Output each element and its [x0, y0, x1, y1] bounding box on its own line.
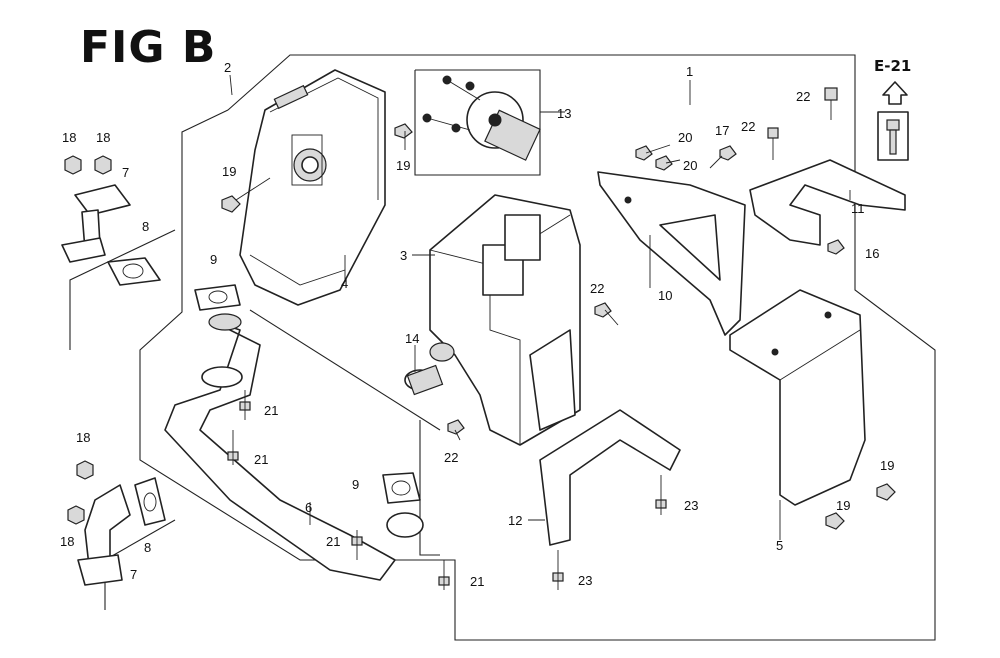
- bolt-icon: [709, 145, 737, 169]
- gasket-part-9-upper: [194, 284, 241, 311]
- heat-plate-part-13: [422, 75, 541, 161]
- reference-label: E-21: [874, 57, 912, 75]
- exhaust-pipe-part-6: [164, 313, 424, 581]
- bolt-icon: [221, 177, 271, 213]
- callout-7a: 7: [122, 165, 129, 180]
- bracket-part-11: [749, 159, 906, 246]
- nut-icon: [67, 505, 85, 525]
- reference-arrow-icon: [882, 81, 908, 105]
- callout-22d: 22: [444, 450, 458, 465]
- callout-18b: 18: [96, 130, 110, 145]
- cover-part-5: [729, 289, 866, 506]
- callout-8a: 8: [142, 219, 149, 234]
- callout-21b: 21: [254, 452, 268, 467]
- callout-7b: 7: [130, 567, 137, 582]
- bolt-icon: [825, 512, 845, 530]
- callout-10: 10: [658, 288, 672, 303]
- callout-22b: 22: [741, 119, 755, 134]
- callout-5: 5: [776, 538, 783, 553]
- bolt-icon: [635, 144, 671, 161]
- joint-pipe-part-7-upper: [61, 184, 131, 263]
- bolt-icon: [655, 475, 667, 515]
- figure-title: FIG B: [80, 22, 217, 73]
- joint-pipe-part-7-lower: [77, 484, 131, 586]
- callout-17: 17: [715, 123, 729, 138]
- bolt-icon: [594, 302, 619, 326]
- bolt-icon: [447, 419, 465, 441]
- callout-16: 16: [865, 246, 879, 261]
- callout-18a: 18: [62, 130, 76, 145]
- bolt-icon: [239, 390, 251, 420]
- callout-19b: 19: [396, 158, 410, 173]
- bolt-icon: [438, 560, 450, 590]
- muffler-protector-part-4: [239, 69, 386, 306]
- callout-20a: 20: [678, 130, 692, 145]
- callout-13: 13: [557, 106, 571, 121]
- bolt-icon: [827, 239, 845, 255]
- callout-21d: 21: [470, 574, 484, 589]
- bolt-icon: [351, 530, 363, 560]
- callout-8b: 8: [144, 540, 151, 555]
- callout-21c: 21: [326, 534, 340, 549]
- callout-21a: 21: [264, 403, 278, 418]
- callout-11: 11: [851, 201, 865, 216]
- gasket-part-8-upper: [107, 257, 161, 286]
- callout-9a: 9: [210, 252, 217, 267]
- callout-14: 14: [405, 331, 419, 346]
- assembly-outline: [69, 54, 936, 641]
- bolt-icon: [394, 123, 413, 150]
- callout-20b: 20: [683, 158, 697, 173]
- bolt-icon: [655, 155, 681, 171]
- leader-lines: [229, 74, 851, 540]
- bolt-icon: [767, 127, 779, 160]
- muffler-body-part-3: [429, 194, 581, 446]
- callout-labels: 1 2 3 4 5 6 7 7 8 8 9 9 10 11 12 13 14 1…: [60, 60, 894, 589]
- callout-19c: 19: [880, 458, 894, 473]
- callout-18c: 18: [76, 430, 90, 445]
- reference-bolt-icon: [877, 111, 909, 161]
- nut-icon: [76, 460, 94, 480]
- callout-19a: 19: [222, 164, 236, 179]
- callout-19d: 19: [836, 498, 850, 513]
- gasket-part-8-lower: [134, 477, 166, 526]
- gasket-part-9-lower: [382, 472, 421, 504]
- callout-22c: 22: [590, 281, 604, 296]
- callout-18d: 18: [60, 534, 74, 549]
- nut-icon: [64, 155, 82, 175]
- bolt-icon: [552, 550, 564, 590]
- callout-1: 1: [686, 64, 693, 79]
- bolt-icon: [227, 430, 239, 465]
- bolt-icon: [824, 87, 838, 120]
- callout-23a: 23: [684, 498, 698, 513]
- callout-3: 3: [400, 248, 407, 263]
- callout-2: 2: [224, 60, 231, 75]
- nut-icon: [94, 155, 112, 175]
- stay-part-12: [539, 409, 681, 546]
- callout-22a: 22: [796, 89, 810, 104]
- bracket-part-10: [597, 171, 746, 336]
- callout-9b: 9: [352, 477, 359, 492]
- callout-4: 4: [341, 276, 348, 291]
- bolt-icon: [876, 483, 896, 501]
- callout-6: 6: [305, 500, 312, 515]
- fasteners: [64, 87, 896, 590]
- clamp-part-14: [404, 364, 444, 396]
- callout-23b: 23: [578, 573, 592, 588]
- callout-12: 12: [508, 513, 522, 528]
